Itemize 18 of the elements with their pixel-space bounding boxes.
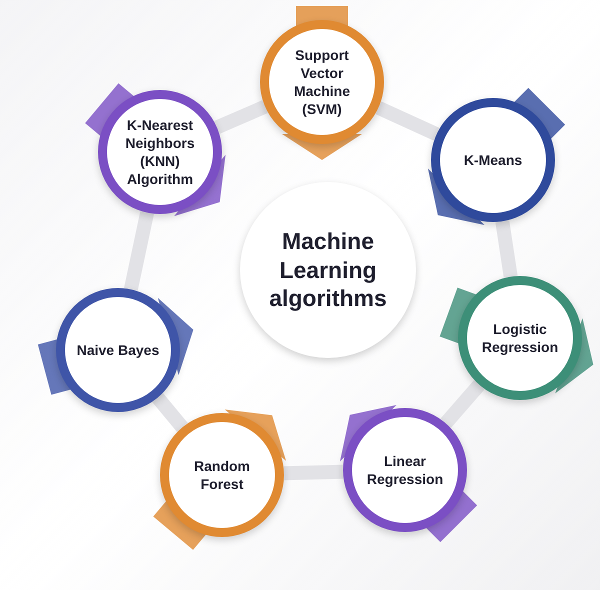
node-label: K-Nearest Neighbors (KNN) Algorithm: [124, 116, 196, 188]
algorithm-circle: [343, 408, 467, 532]
connector-line: [376, 101, 440, 141]
connector-line: [214, 100, 268, 134]
connector-line: [284, 464, 344, 480]
node-label: Machine Learning algorithms: [268, 226, 388, 314]
connector-line: [440, 380, 485, 428]
algorithm-circle: [431, 98, 555, 222]
node-label: K-Means: [462, 150, 524, 170]
connector-line: [124, 211, 154, 291]
node-label: Naive Bayes: [76, 340, 160, 360]
node-label: Support Vector Machine (SVM): [292, 46, 351, 118]
node-label: Logistic Regression: [480, 320, 560, 356]
connector-line: [495, 220, 518, 278]
node-label: Random Forest: [193, 456, 251, 494]
node-label: Linear Regression: [366, 452, 444, 488]
algorithm-circle: [160, 413, 284, 537]
connector-line: [152, 393, 188, 432]
